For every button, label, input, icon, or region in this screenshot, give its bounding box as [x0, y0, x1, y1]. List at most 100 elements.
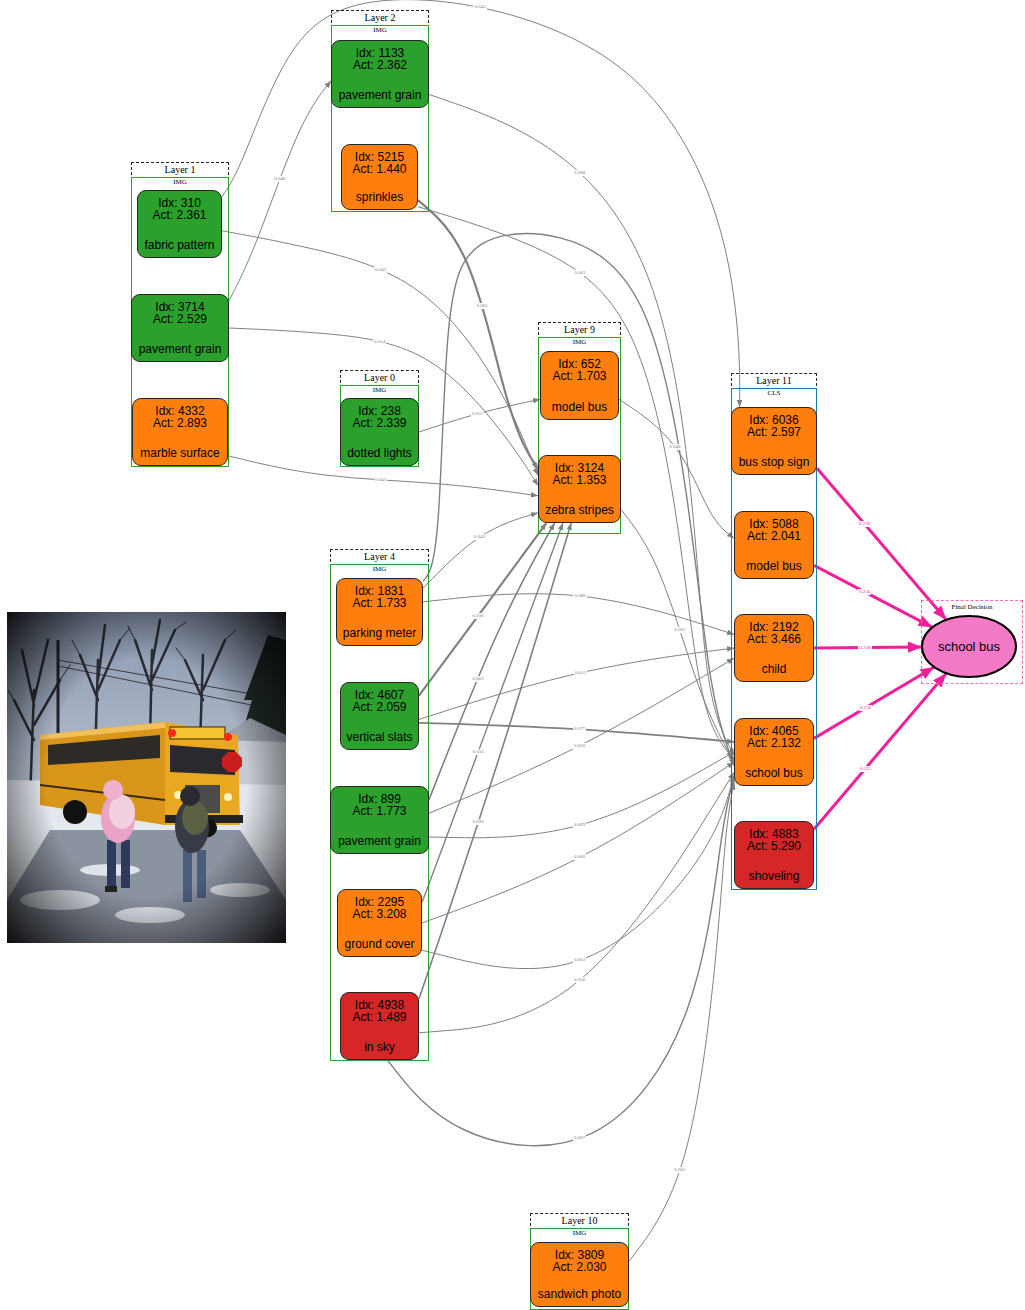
feature-index: Idx: 2192 [749, 621, 798, 633]
edge-weight: 0.056 [471, 749, 484, 755]
edge-weight: 0.256 [858, 589, 871, 595]
edge-weight: 0.053 [574, 670, 587, 676]
attribution-edge [419, 648, 734, 719]
edge-weight: 0.042 [473, 534, 486, 540]
layer-group: Layer 10IMGIdx: 3809Act: 2.030sandwich p… [530, 1213, 629, 1310]
activation-value: Act: 3.208 [352, 908, 406, 920]
feature-index: Idx: 5088 [749, 518, 798, 530]
feature-index: Idx: 310 [158, 197, 201, 209]
token-type: IMG [341, 385, 418, 396]
token-type: IMG [539, 337, 620, 348]
edge-weight: 0.235 [859, 766, 872, 772]
activation-value: Act: 2.361 [152, 209, 206, 221]
edge-weight: 0.043 [473, 4, 486, 10]
layer-group: Layer 11CLSIdx: 6036Act: 2.597bus stop s… [731, 373, 817, 890]
edge-weight: 0.063 [471, 676, 484, 682]
feature-label: model bus [746, 560, 801, 573]
feature-label: zebra stripes [545, 504, 614, 517]
attribution-edge [222, 231, 538, 476]
layer-title: Layer 0 [341, 371, 418, 385]
decision-edge [814, 673, 946, 829]
activation-value: Act: 1.733 [352, 597, 406, 609]
activation-value: Act: 5.290 [747, 840, 801, 852]
edge-weight: 0.061 [673, 627, 686, 633]
edge-weight: 0.236 [858, 521, 871, 527]
edge-weight: 0.100 [471, 613, 484, 619]
decision-edge [814, 667, 934, 738]
feature-index: Idx: 3809 [555, 1249, 604, 1261]
photo-vignette [7, 612, 286, 943]
photo-vignette [7, 612, 286, 943]
feature-label: bus stop sign [739, 456, 810, 469]
attribution-edge [419, 723, 734, 742]
feature-box: Idx: 6036Act: 2.597 bus stop sign [731, 407, 817, 475]
feature-index: Idx: 238 [358, 405, 401, 417]
edge-weight: 0.088 [573, 170, 586, 176]
edge-weight: 0.256 [859, 705, 872, 711]
feature-index: Idx: 4938 [355, 999, 404, 1011]
activation-value: Act: 3.466 [747, 633, 801, 645]
attribution-edge [418, 207, 734, 759]
edge-weight: 0.238 [858, 645, 871, 651]
edge-weight: 0.067 [573, 1135, 586, 1141]
feature-index: Idx: 2295 [355, 896, 404, 908]
feature-label: shoveling [749, 870, 800, 883]
edge-weight: 0.043 [374, 267, 387, 273]
ellipse-shape [922, 616, 1016, 677]
feature-label: school bus [745, 767, 802, 780]
token-type: IMG [531, 1228, 628, 1239]
activation-value: Act: 1.703 [552, 370, 606, 382]
attribution-edge [229, 81, 331, 301]
feature-box: Idx: 3809Act: 2.030sandwich photo [530, 1242, 629, 1307]
photo-scene [7, 612, 286, 943]
decision-edge [817, 468, 946, 620]
feature-label: marble surface [140, 447, 219, 460]
activation-value: Act: 2.597 [747, 426, 801, 438]
edge-weight: 0.069 [573, 822, 586, 828]
attribution-edge [422, 776, 734, 969]
edge-weight: 0.057 [471, 411, 484, 417]
attribution-edge [629, 783, 734, 1262]
activation-value: Act: 2.132 [747, 737, 801, 749]
feature-box: Idx: 4065Act: 2.132school bus [734, 718, 814, 786]
feature-box: Idx: 238Act: 2.339dotted lights [340, 398, 419, 466]
feature-label: sprinkles [356, 191, 403, 204]
attribution-edge [419, 772, 734, 1032]
feature-box: Idx: 652Act: 1.703model bus [540, 351, 619, 420]
attribution-edge [229, 328, 538, 486]
layer-title: Layer 1 [132, 163, 228, 177]
feature-label: fabric pattern [144, 239, 214, 252]
photo-scene [7, 612, 286, 943]
feature-index: Idx: 652 [558, 358, 601, 370]
activation-value: Act: 2.059 [352, 701, 406, 713]
feature-index: Idx: 4883 [749, 828, 798, 840]
decision-edge [814, 565, 932, 627]
feature-index: Idx: 3714 [155, 301, 204, 313]
edge-weight: 0.077 [573, 726, 586, 732]
activation-value: Act: 2.030 [552, 1261, 606, 1273]
feature-label: pavement grain [338, 835, 421, 848]
token-type: IMG [331, 564, 428, 575]
edge-weight: 0.046 [273, 176, 286, 182]
activation-value: Act: 2.529 [153, 313, 207, 325]
activation-value: Act: 1.489 [352, 1011, 406, 1023]
feature-index: Idx: 3124 [555, 462, 604, 474]
token-type: IMG [332, 25, 428, 36]
group-title: Final Decision [922, 601, 1022, 613]
edge-weight: 0.043 [374, 477, 387, 483]
feature-index: Idx: 1831 [355, 585, 404, 597]
edge-weight: 0.065 [673, 1167, 686, 1173]
decision-group: Final Decisionschool bus [921, 600, 1023, 684]
layer-group: Layer 9IMGIdx: 652Act: 1.703model busIdx… [538, 322, 621, 534]
feature-box: Idx: 4938Act: 1.489in sky [340, 992, 419, 1060]
attribution-edge [423, 513, 538, 588]
feature-index: Idx: 6036 [749, 414, 798, 426]
edge-weight: 0.063 [573, 957, 586, 963]
feature-box: Idx: 3714Act: 2.529pavement grain [131, 294, 229, 362]
attribution-edge [222, 0, 740, 407]
feature-label: child [762, 663, 787, 676]
feature-label: parking meter [343, 627, 416, 640]
attribution-edge [429, 752, 734, 838]
activation-value: Act: 1.353 [552, 474, 606, 486]
layer-title: Layer 9 [539, 323, 620, 337]
